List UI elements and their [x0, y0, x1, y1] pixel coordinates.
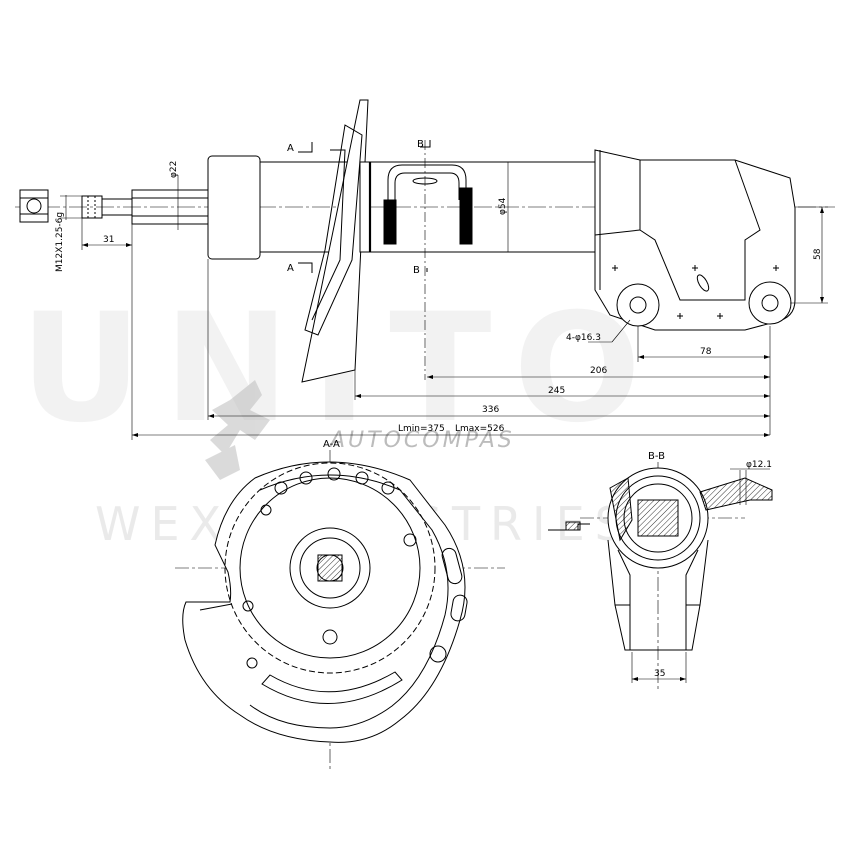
strut-side-view — [15, 99, 835, 383]
bb-arrows — [632, 677, 686, 681]
holes-label: 4-φ16.3 — [566, 333, 601, 343]
view-aa-title: A-A — [323, 439, 340, 450]
body-diameter-label: φ54 — [498, 197, 508, 215]
brake-line-bracket — [383, 164, 473, 245]
nut-icon — [19, 189, 49, 223]
hole-diameter-label: φ12.1 — [746, 460, 772, 470]
dimension-lines — [60, 162, 828, 440]
dim-31: 31 — [103, 235, 114, 245]
view-bb-title: B-B — [648, 451, 665, 462]
dim-lmax: Lmax=526 — [455, 424, 505, 434]
dim-206: 206 — [590, 366, 607, 376]
rod-diameter-label: φ22 — [169, 161, 179, 178]
bolt-marks — [612, 265, 779, 319]
dim-58: 58 — [813, 248, 823, 260]
dim-35: 35 — [654, 669, 665, 679]
section-b-top-label: B — [417, 139, 424, 150]
section-aa-view — [175, 450, 505, 770]
dim-245: 245 — [548, 386, 565, 396]
watermark-brand: AUTOCOMPAS — [328, 428, 515, 453]
section-a-top-label: A — [287, 143, 294, 154]
thread-label: M12X1.25-6g — [55, 212, 65, 272]
bb-dimensions — [631, 468, 770, 683]
section-markers — [298, 140, 431, 380]
dim-336: 336 — [482, 405, 499, 415]
section-b-bottom-label: B — [413, 265, 420, 276]
watermark-logo-icon — [205, 380, 270, 480]
dimension-arrows — [82, 207, 824, 437]
dim-78: 78 — [700, 347, 712, 357]
section-a-bottom-label: A — [287, 263, 294, 274]
section-bb-view — [548, 462, 773, 690]
dim-lmin: Lmin=375 — [398, 424, 445, 434]
